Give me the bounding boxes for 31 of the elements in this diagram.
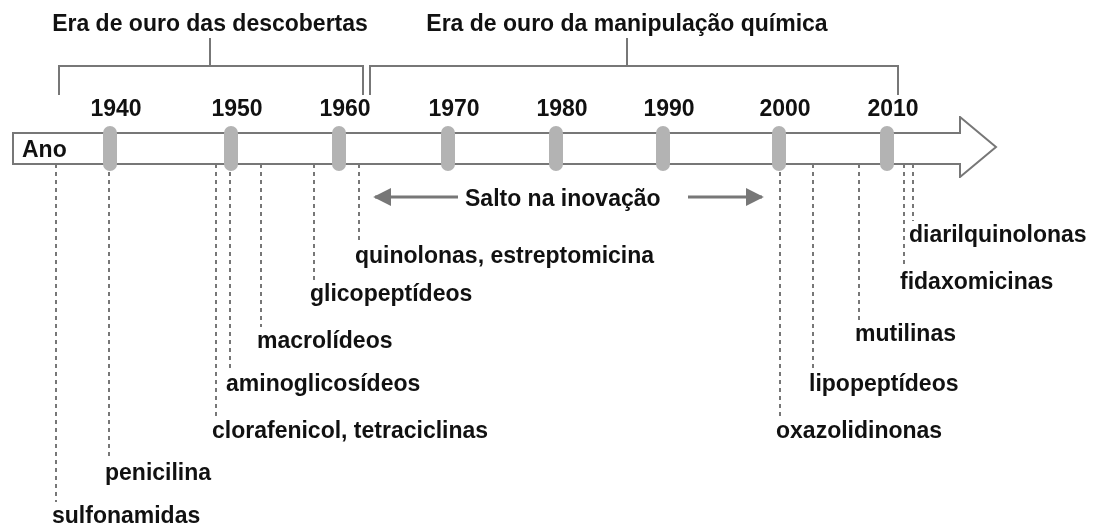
era-title: Era de ouro das descobertas [51,9,369,38]
year-label: 1940 [89,97,143,120]
year-label: 1960 [318,97,372,120]
drug-class-label: mutilinas [855,320,956,346]
drug-class-label: fidaxomicinas [900,268,1054,294]
year-label: 1970 [427,97,481,120]
drug-class-label: clorafenicol, tetraciclinas [212,417,489,443]
leader-line [358,163,360,243]
drug-class-label: quinolonas, estreptomicina [355,242,655,268]
drug-class-label: penicilina [105,459,212,485]
year-label: 2010 [866,97,920,120]
year-label: 1980 [535,97,589,120]
era-title: Era de ouro da manipulação química [425,9,829,38]
leader-line [215,163,217,418]
drug-class-label: lipopeptídeos [809,370,959,396]
drug-class-label: diarilquinolonas [909,221,1087,247]
drug-class-label: macrolídeos [257,327,393,353]
drug-class-label: glicopeptídeos [310,280,473,306]
leader-line [260,163,262,328]
leader-line [858,163,860,321]
leader-line [313,163,315,281]
leader-line [912,163,914,222]
leader-line [812,163,814,371]
year-label: 1990 [642,97,696,120]
leader-line [55,163,57,503]
axis-label: Ano [22,138,67,161]
drug-class-label: oxazolidinonas [776,417,943,443]
drug-class-label: sulfonamidas [52,502,201,528]
year-label: 2000 [758,97,812,120]
year-label: 1950 [210,97,264,120]
drug-class-label: aminoglicosídeos [226,370,421,396]
